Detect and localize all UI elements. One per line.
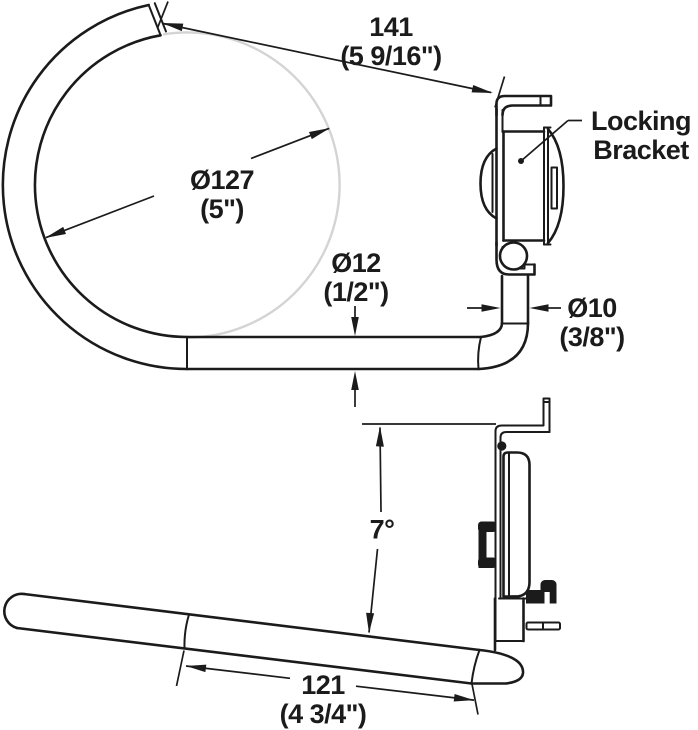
mounting-bar — [185, 274, 530, 371]
arm-elbow-cap — [470, 648, 525, 685]
dim-12-mm: Ø12 — [331, 248, 381, 278]
dim-127-label: Ø127 (5") — [189, 165, 255, 224]
extension-line-right — [471, 683, 479, 715]
locking-bracket-line1: Locking — [590, 106, 692, 136]
dimension-141 — [162, 22, 506, 108]
locking-bracket-line2: Bracket — [593, 135, 689, 165]
dimension-127 — [45, 127, 330, 239]
dim-127-inch: (5") — [200, 194, 244, 224]
dim-141-inch: (5 9/16") — [340, 41, 442, 71]
elbow-inner — [479, 321, 504, 339]
dimension-121 — [175, 650, 479, 715]
post-holder — [493, 597, 527, 652]
bracket-witness-tick — [494, 76, 506, 108]
arm-joint-line — [183, 613, 190, 649]
retainer-clip — [478, 521, 497, 568]
dim-7deg-value: 7° — [369, 514, 395, 545]
dim-10-mm: Ø10 — [567, 293, 617, 323]
dim-121-label: 121 (4 3/4") — [280, 671, 367, 729]
dim-10-inch: (3/8") — [559, 322, 625, 352]
dim-127-mm: Ø127 — [189, 165, 255, 195]
arm-top-edge — [22, 592, 481, 652]
dimension-7deg — [366, 426, 384, 633]
top-view — [1, 1, 582, 407]
dimension-10 — [467, 304, 561, 312]
bracket-cover-bulge — [546, 127, 565, 245]
arm-left-cap — [3, 592, 26, 630]
dim-121-mm: 121 — [301, 670, 345, 700]
cover-slot — [550, 166, 558, 210]
dim-141-mm: 141 — [369, 12, 413, 42]
bottom-hook-profile — [526, 580, 557, 604]
top-hook — [495, 94, 553, 117]
extension-line-left — [175, 650, 185, 687]
arm-end-joint — [470, 649, 481, 685]
wall-plate-profile — [494, 397, 551, 641]
dim-10-label: Ø10 (3/8") — [559, 293, 625, 352]
reference-circle-arc — [162, 31, 341, 339]
ring-outline — [1, 1, 189, 371]
elbow-outer — [477, 321, 530, 371]
bottom-hook — [495, 241, 536, 276]
dim-141-label: 141 (5 9/16") — [340, 12, 442, 71]
dim-7deg-label: 7° — [369, 514, 395, 545]
locking-bracket-side-view — [478, 397, 561, 652]
side-view — [3, 397, 561, 715]
dim-12-inch: (1/2") — [323, 277, 389, 307]
arm-bottom-edge — [15, 626, 473, 685]
arm-side-view — [3, 592, 525, 685]
locking-bracket-top-view — [479, 94, 565, 276]
bar-end-cap — [477, 336, 482, 370]
dim-12-label: Ø12 (1/2") — [323, 248, 389, 307]
locking-pin — [525, 621, 561, 631]
locking-bracket-label: Locking Bracket — [590, 106, 692, 165]
locking-bracket-leader — [518, 119, 582, 164]
pivot-dot — [497, 441, 507, 451]
ring-end-witness-tick — [156, 1, 169, 29]
dimension-12 — [351, 306, 359, 407]
pivot-ball — [498, 241, 529, 271]
left-roll-clip — [479, 147, 498, 220]
dim-121-inch: (4 3/4") — [279, 699, 367, 729]
bracket-body-profile — [502, 451, 531, 598]
